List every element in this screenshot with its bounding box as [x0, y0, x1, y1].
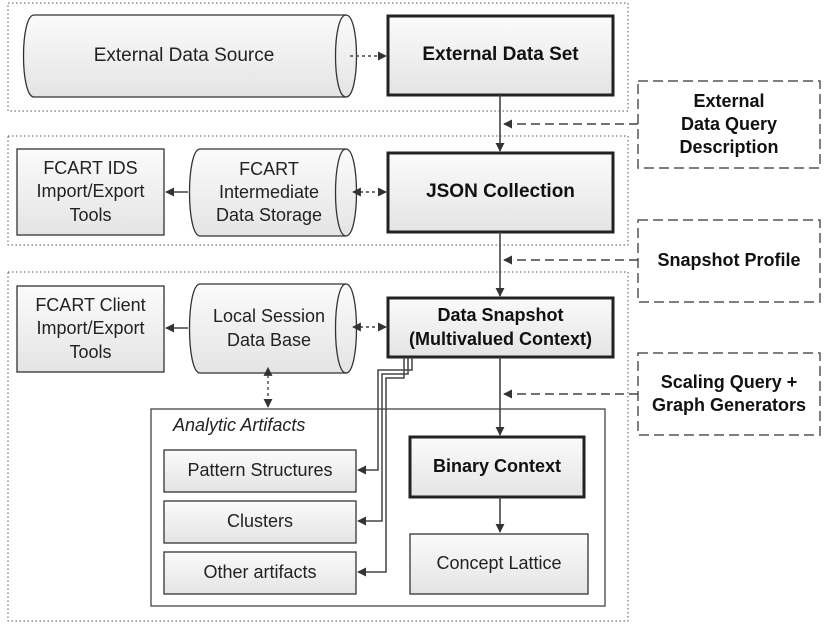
concept-lattice-box	[409, 533, 589, 595]
data-snapshot-box	[386, 296, 615, 359]
local-session-db-shape	[188, 283, 358, 374]
clusters-box	[163, 500, 357, 544]
arrow-snapshot-to-other	[357, 357, 405, 577]
other-artifacts-label: Other artifacts	[203, 562, 317, 583]
binary-context-label: Binary Context	[432, 456, 562, 477]
external-data-set-box	[386, 14, 615, 97]
external-data-source-shape	[22, 14, 358, 98]
json-collection-label: JSON Collection	[426, 181, 575, 203]
local-session-db-label: Local Session Data Base	[212, 306, 326, 350]
fcart-intermediate-storage-label: FCART Intermediate Data Storage	[215, 158, 323, 226]
analytic-artifacts-title: Analytic Artifacts	[173, 415, 306, 436]
arrow-snapshot-to-clusters	[357, 357, 409, 526]
concept-lattice-label: Concept Lattice	[436, 553, 562, 574]
scaling-query-label: Scaling Query + Graph Generators	[651, 371, 807, 415]
snapshot-profile-box	[637, 219, 821, 303]
scaling-query-box	[637, 352, 821, 436]
other-artifacts-box	[163, 551, 357, 595]
external-query-description-box	[637, 80, 821, 169]
fcart-ids-tools-box	[16, 148, 165, 236]
external-data-source-label: External Data Source	[93, 44, 275, 66]
clusters-label: Clusters	[226, 511, 293, 532]
external-query-description-label: External Data Query Description	[679, 90, 779, 158]
fcart-intermediate-storage-shape	[188, 148, 358, 237]
data-snapshot-label: Data Snapshot (Multivalued Context)	[409, 305, 592, 349]
external-data-set-label: External Data Set	[422, 44, 579, 66]
json-collection-box	[386, 151, 615, 234]
pattern-structures-label: Pattern Structures	[187, 460, 333, 481]
fcart-client-tools-box	[16, 285, 165, 373]
pattern-structures-box	[163, 449, 357, 493]
fcart-ids-tools-label: FCART IDS Import/Export Tools	[36, 158, 145, 225]
snapshot-profile-label: Snapshot Profile	[657, 250, 801, 271]
fcart-client-tools-label: FCART Client Import/Export Tools	[35, 295, 146, 362]
binary-context-box	[408, 435, 586, 499]
arrow-snapshot-to-pattern	[357, 357, 413, 475]
